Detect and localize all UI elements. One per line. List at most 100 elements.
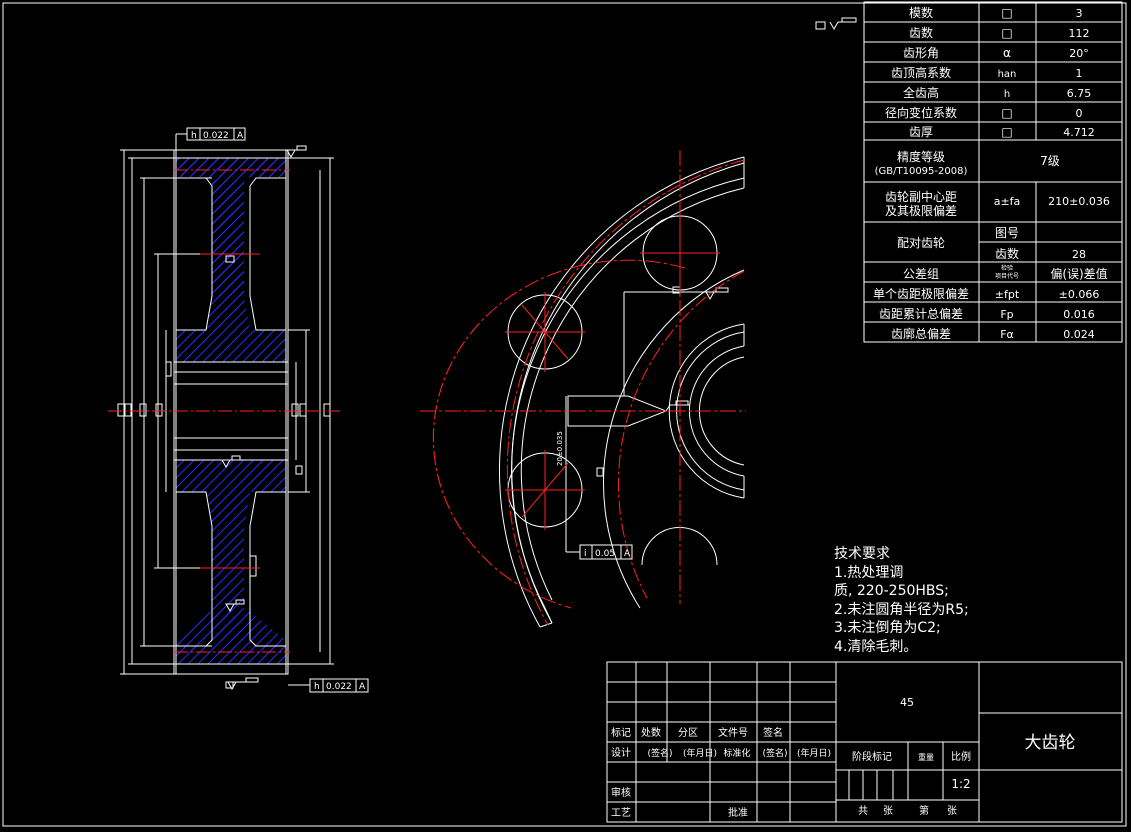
front-tolerance-value: 0.05 — [595, 549, 615, 559]
param-value: 20° — [1069, 47, 1089, 60]
param-symbol: □ — [1001, 26, 1012, 40]
parameter-table — [863, 1, 1123, 343]
tb-di: 第 — [919, 804, 929, 817]
tb-chushu: 处数 — [641, 726, 661, 739]
param-symbol: □ — [1001, 106, 1012, 120]
parameter-table-text: 模数 □ 3 齿数 □ 112 齿形角 α 20° 齿顶高系数 han 1 全齿… — [873, 5, 1110, 341]
precision-standard: (GB/T10095-2008) — [875, 166, 968, 177]
bottom-tolerance-datum: A — [359, 682, 366, 692]
param-name: 全齿高 — [903, 85, 939, 100]
top-tolerance-frame: h 0.022 A — [175, 127, 246, 150]
tb-qianming: 签名 — [763, 726, 783, 739]
tolerance-row-value: 0.016 — [1063, 308, 1095, 321]
tolerance-row-name: 齿廓总偏差 — [891, 326, 951, 341]
tb-bili: 比例 — [951, 750, 971, 763]
tb-gongyi: 工艺 — [611, 807, 631, 819]
technical-requirements: 技术要求 1.热处理调 质, 220-250HBS; 2.未注圆角半径为R5; … — [834, 545, 969, 657]
tolerance-row-symbol: Fp — [1000, 308, 1013, 321]
param-symbol: α — [1003, 46, 1011, 60]
param-value: 4.712 — [1063, 126, 1095, 139]
scale-value: 1:2 — [951, 777, 970, 791]
part-name: 大齿轮 — [1025, 733, 1076, 753]
title-block — [606, 661, 1123, 823]
tb-pizhun: 批准 — [728, 806, 748, 819]
mating-drawing-label: 图号 — [995, 226, 1019, 240]
tech-line: 3.未注倒角为C2; — [834, 620, 941, 637]
front-tolerance-datum: A — [624, 549, 631, 559]
top-tolerance-datum: A — [237, 131, 244, 141]
param-name: 模数 — [909, 5, 933, 20]
front-tolerance-symbol: i — [584, 549, 587, 559]
tolerance-group-value: 偏(误)差值 — [1050, 266, 1107, 281]
tolerance-group-symbol-1: 检验 — [1001, 264, 1013, 272]
param-symbol: □ — [1001, 6, 1012, 20]
tb-jieduanbiaoji: 阶段标记 — [852, 750, 892, 763]
param-symbol: han — [998, 69, 1017, 80]
tb-qianming-paren2: (签名) — [762, 747, 787, 759]
front-view-center-lines — [420, 150, 746, 626]
general-surface-mark — [815, 17, 857, 31]
tech-title: 技术要求 — [834, 546, 890, 562]
param-value: 0 — [1076, 107, 1083, 120]
tolerance-row-value: ±0.066 — [1059, 288, 1100, 301]
tb-nianyueri: (年月日) — [683, 747, 717, 759]
tb-gong: 共 — [858, 805, 868, 817]
param-value: 1 — [1076, 67, 1083, 80]
param-name: 齿顶高系数 — [891, 65, 951, 80]
top-tolerance-symbol: h — [191, 131, 197, 141]
tech-line: 2.未注圆角半径为R5; — [834, 601, 969, 618]
keyway-dimension: 20±0.035 — [556, 431, 564, 466]
tolerance-row-symbol: Fα — [1000, 328, 1014, 341]
tech-line: 4.清除毛刺。 — [834, 638, 918, 655]
tolerance-row-value: 0.024 — [1063, 328, 1095, 341]
bottom-tolerance-frame: h 0.022 A — [225, 677, 369, 693]
tb-wenjianhao: 文件号 — [718, 726, 748, 739]
tb-qianming-paren: (签名) — [647, 747, 672, 759]
mating-teeth-label: 齿数 — [995, 246, 1019, 261]
param-symbol: h — [1004, 89, 1010, 100]
tb-sheji: 设计 — [611, 746, 631, 759]
mating-teeth-value: 28 — [1072, 248, 1086, 261]
tech-line: 质, 220-250HBS; — [834, 583, 949, 600]
param-name: 径向变位系数 — [885, 105, 957, 120]
center-distance-value: 210±0.036 — [1048, 195, 1110, 208]
bottom-tolerance-value: 0.022 — [326, 682, 352, 692]
precision-label: 精度等级 — [897, 149, 945, 164]
tb-fenqu: 分区 — [678, 727, 698, 739]
param-name: 齿形角 — [903, 46, 939, 60]
tb-zhang2: 张 — [947, 805, 957, 817]
tb-shenhe: 审核 — [611, 786, 631, 799]
top-tolerance-value: 0.022 — [203, 131, 229, 141]
section-view — [117, 149, 334, 675]
title-block-text: 45 大齿轮 1:2 标记 处数 分区 文件号 签名 设计 (签名) (年月日)… — [611, 696, 1076, 819]
front-view — [498, 156, 745, 628]
tb-zhang: 张 — [883, 805, 893, 817]
param-name: 齿数 — [909, 25, 933, 40]
surface-finish-marks — [221, 145, 307, 613]
center-distance-symbol: a±fa — [994, 195, 1021, 208]
tb-nianyueri2: (年月日) — [797, 747, 831, 759]
tolerance-row-name: 单个齿距极限偏差 — [873, 286, 969, 301]
tb-biaozhunhua: 标准化 — [723, 747, 750, 759]
front-tolerance-frame: i 0.05 A — [566, 544, 633, 560]
param-value: 112 — [1069, 27, 1090, 40]
bottom-tolerance-symbol: h — [314, 682, 320, 692]
hatched-section — [176, 158, 286, 664]
param-value: 6.75 — [1067, 87, 1092, 100]
tolerance-group-label: 公差组 — [903, 267, 939, 281]
tech-line: 1.热处理调 — [834, 564, 904, 581]
precision-value: 7级 — [1040, 154, 1060, 168]
mating-gear-label: 配对齿轮 — [897, 236, 945, 250]
center-distance-label-2: 及其极限偏差 — [885, 203, 957, 218]
param-name: 齿厚 — [909, 125, 933, 139]
material-value: 45 — [900, 696, 914, 709]
param-symbol: □ — [1001, 125, 1012, 139]
tb-biaoji: 标记 — [611, 727, 631, 739]
center-distance-label-1: 齿轮副中心距 — [885, 189, 957, 204]
tolerance-row-symbol: ±fpt — [995, 288, 1020, 301]
tolerance-row-name: 齿距累计总偏差 — [879, 306, 963, 321]
tolerance-group-symbol-2: 项目代号 — [995, 272, 1019, 280]
tb-zhongliang: 重量 — [918, 752, 934, 762]
